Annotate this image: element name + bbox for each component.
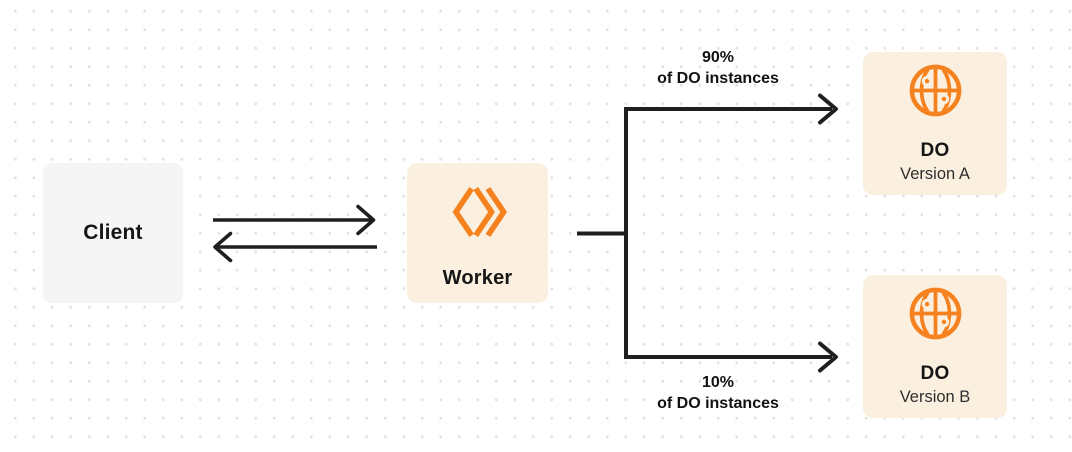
top-branch-percent: 90%: [701, 49, 735, 66]
bottom-branch-percent: 10%: [701, 374, 735, 391]
top-branch-label: 90% of DO instances: [618, 47, 818, 89]
do-version-b-node: DO Version B: [863, 275, 1007, 418]
client-label: Client: [83, 221, 143, 244]
bottom-branch-caption: of DO instances: [657, 395, 779, 412]
split-branch-lines: [577, 93, 838, 373]
client-node: Client: [43, 163, 183, 303]
bottom-branch-label: 10% of DO instances: [618, 372, 818, 414]
do-a-title: DO: [920, 140, 950, 161]
do-b-title: DO: [920, 363, 950, 384]
worker-label: Worker: [442, 267, 513, 289]
client-to-worker-arrow: [213, 204, 376, 236]
worker-to-client-arrow: [213, 231, 377, 263]
durable-object-globe-icon: [909, 64, 961, 117]
do-a-subtitle: Version A: [900, 165, 970, 183]
worker-node: Worker: [407, 163, 548, 303]
do-version-a-node: DO Version A: [863, 52, 1007, 195]
workers-chevrons-icon: [451, 186, 507, 238]
do-b-subtitle: Version B: [899, 388, 971, 406]
durable-object-globe-icon: [909, 287, 961, 340]
top-branch-caption: of DO instances: [657, 70, 779, 87]
